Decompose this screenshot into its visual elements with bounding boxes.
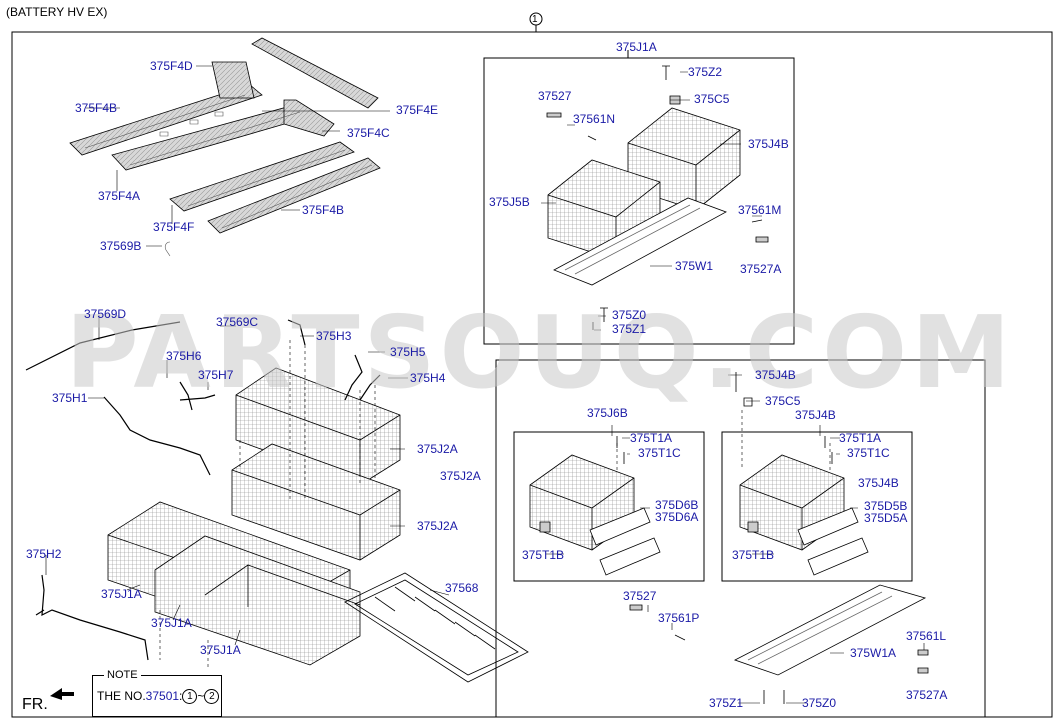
label-375W1[interactable]: 375W1 (675, 259, 714, 273)
label-375H4[interactable]: 375H4 (410, 371, 446, 385)
label-375C5-top[interactable]: 375C5 (694, 92, 730, 106)
label-375W1A[interactable]: 375W1A (850, 646, 897, 660)
label-375J1A-a[interactable]: 375J1A (101, 587, 142, 601)
label-375J5B[interactable]: 375J5B (489, 195, 530, 209)
harnesses (25, 319, 381, 661)
label-375F4C[interactable]: 375F4C (347, 126, 390, 140)
outer-frame (11, 12, 1053, 718)
upper-modules (546, 65, 769, 330)
note-separator: ~ (197, 689, 205, 703)
label-37527-bottom[interactable]: 37527 (623, 589, 657, 603)
label-375D5B[interactable]: 375D5B (864, 499, 908, 513)
lower-modules (529, 372, 929, 704)
label-375Z0-bottom[interactable]: 375Z0 (802, 696, 837, 710)
label-37527A-bottom[interactable]: 37527A (906, 688, 948, 702)
note-text: THE NO.37501:1~2 (97, 689, 220, 705)
label-375J1A-b[interactable]: 375J1A (151, 616, 192, 630)
ref-index: 1 (532, 14, 538, 25)
label-375H3[interactable]: 375H3 (316, 329, 352, 343)
middle-modules (107, 367, 401, 666)
label-375J6B[interactable]: 375J6B (587, 406, 628, 420)
front-direction-label: FR. (22, 696, 48, 713)
tray-frame (344, 572, 529, 683)
label-375H1[interactable]: 375H1 (52, 391, 88, 405)
label-375J2A-c[interactable]: 375J2A (417, 519, 458, 533)
label-375T1B-right[interactable]: 375T1B (732, 548, 775, 562)
label-375T1C-left[interactable]: 375T1C (638, 446, 681, 460)
label-375D6A[interactable]: 375D6A (655, 510, 699, 524)
label-37569C[interactable]: 37569C (216, 315, 259, 329)
label-375T1A-left[interactable]: 375T1A (630, 431, 673, 445)
label-375J4B-r3[interactable]: 375J4B (858, 476, 899, 490)
front-arrow-icon (50, 688, 74, 700)
label-375J1A-c[interactable]: 375J1A (200, 643, 241, 657)
label-375D5A[interactable]: 375D5A (864, 511, 908, 525)
label-375J4B-r2[interactable]: 375J4B (795, 408, 836, 422)
note-box (92, 675, 222, 717)
label-375T1C-right[interactable]: 375T1C (847, 446, 890, 460)
label-375T1B-left[interactable]: 375T1B (522, 548, 565, 562)
label-375F4B-mid[interactable]: 375F4B (302, 203, 345, 217)
label-375Z1-top[interactable]: 375Z1 (612, 322, 647, 336)
label-375H6[interactable]: 375H6 (166, 349, 202, 363)
label-37569B[interactable]: 37569B (100, 239, 142, 253)
label-37568[interactable]: 37568 (445, 581, 479, 595)
label-375F4D[interactable]: 375F4D (150, 59, 193, 73)
label-375J4B-top[interactable]: 375J4B (748, 137, 789, 151)
label-37561P[interactable]: 37561P (658, 611, 700, 625)
diagram-title: (BATTERY HV EX) (6, 5, 108, 19)
label-375F4A[interactable]: 375F4A (98, 189, 141, 203)
label-37561L[interactable]: 37561L (906, 629, 947, 643)
label-375Z0-top[interactable]: 375Z0 (612, 308, 647, 322)
label-375J1A-top[interactable]: 375J1A (616, 40, 657, 54)
label-37527A-top[interactable]: 37527A (740, 262, 782, 276)
label-375Z2[interactable]: 375Z2 (688, 65, 723, 79)
label-375J4B-r1[interactable]: 375J4B (755, 368, 796, 382)
label-375H5[interactable]: 375H5 (390, 345, 426, 359)
label-37561M[interactable]: 37561M (738, 203, 782, 217)
label-375T1A-right[interactable]: 375T1A (839, 431, 882, 445)
label-375H2[interactable]: 375H2 (26, 547, 62, 561)
label-375J2A-b[interactable]: 375J2A (440, 469, 481, 483)
label-375Z1-bottom[interactable]: 375Z1 (709, 696, 744, 710)
label-375D6B[interactable]: 375D6B (655, 498, 699, 512)
note-circle-1: 1 (182, 689, 198, 705)
covers-group (69, 37, 381, 234)
note-part-number[interactable]: 37501 (145, 689, 180, 703)
label-375F4E[interactable]: 375F4E (396, 103, 439, 117)
note-prefix: THE NO. (97, 689, 146, 703)
label-375F4F[interactable]: 375F4F (153, 220, 195, 234)
label-375C5-r[interactable]: 375C5 (765, 394, 801, 408)
label-37527-top[interactable]: 37527 (538, 89, 572, 103)
label-375H7[interactable]: 375H7 (198, 368, 234, 382)
leader-lines (45, 65, 925, 704)
label-37561N[interactable]: 37561N (573, 112, 616, 126)
label-375J2A-a[interactable]: 375J2A (417, 442, 458, 456)
label-375F4B-top[interactable]: 375F4B (75, 101, 118, 115)
note-circle-2: 2 (204, 689, 220, 705)
note-title: NOTE (104, 669, 141, 681)
label-37569D[interactable]: 37569D (84, 307, 127, 321)
